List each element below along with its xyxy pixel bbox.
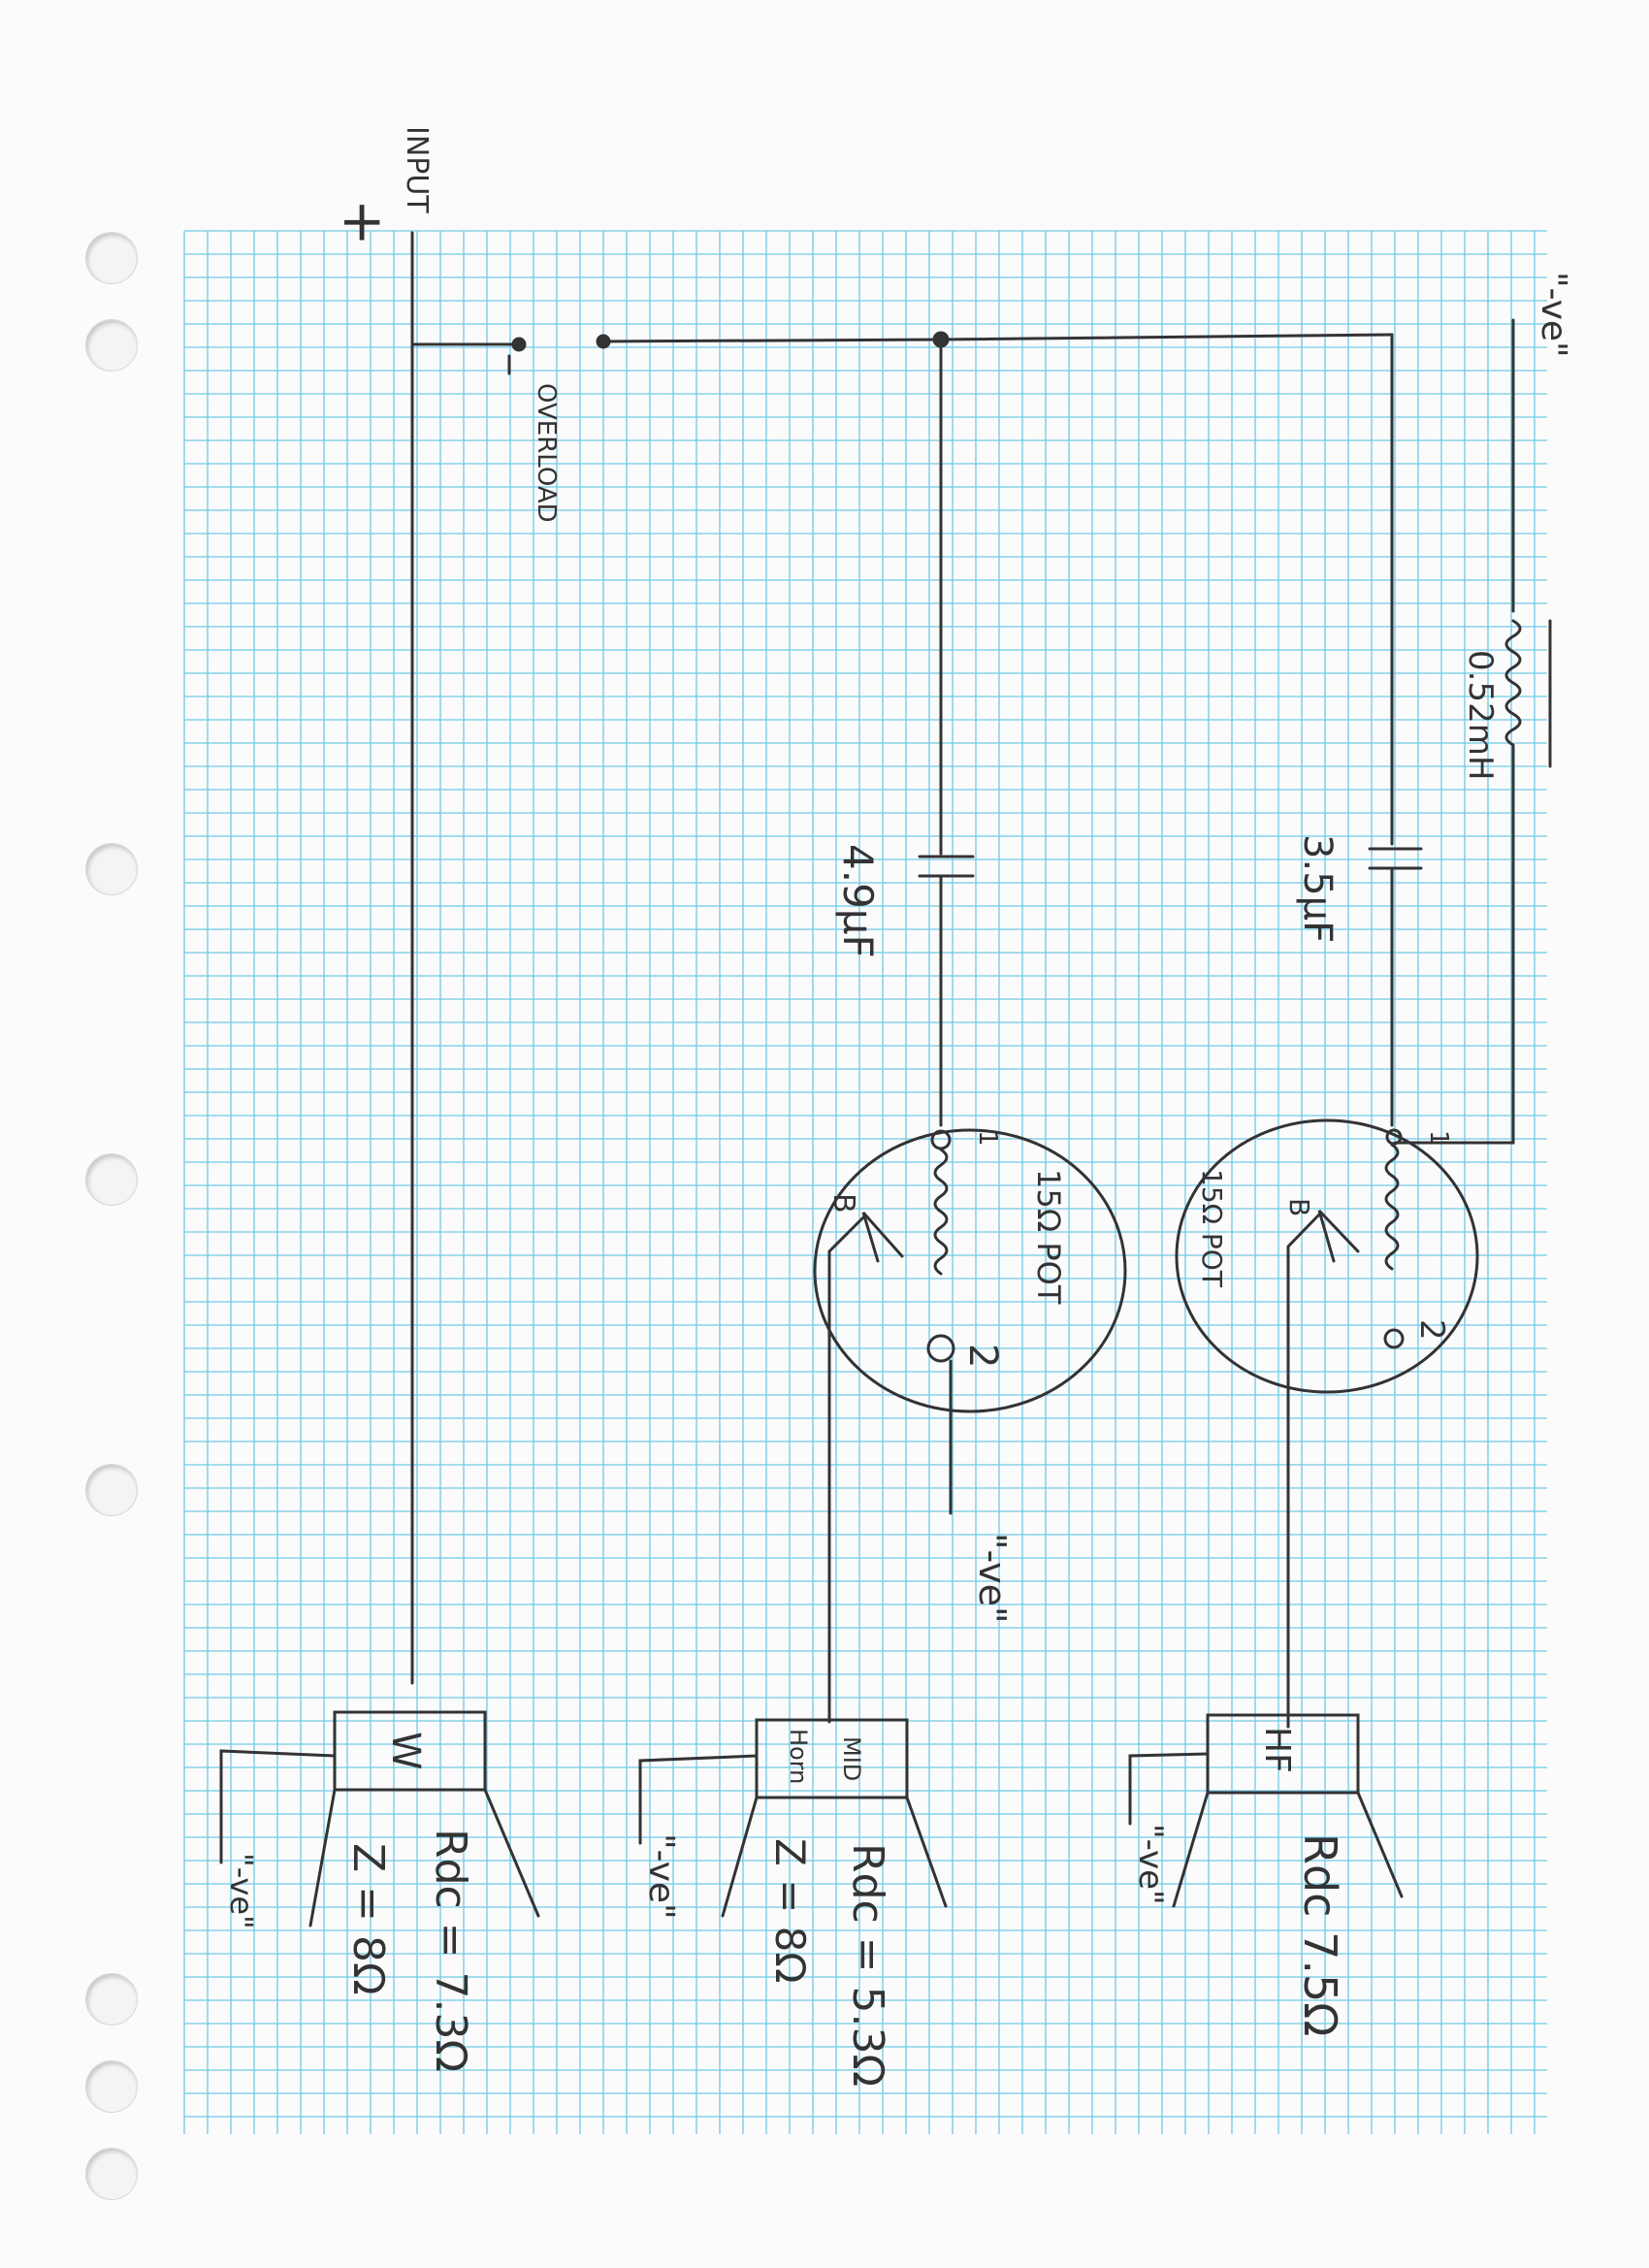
hf-pot-circle: [1175, 1118, 1479, 1394]
hf-capacitor-label: 3.5µF: [1295, 834, 1340, 943]
hf-neg-lead: [1128, 1752, 1210, 1826]
mid-pot-pin1-label: 1: [973, 1130, 1002, 1147]
punch-hole: [85, 843, 138, 895]
hf-rdc-label: Rdc 7.5Ω: [1294, 1833, 1346, 2036]
overload-contact-right: [596, 334, 611, 349]
inductor-label: 0.52mH: [1461, 650, 1500, 780]
input-label: INPUT: [400, 126, 434, 213]
hf-pot-label: 15Ω POT: [1196, 1169, 1228, 1288]
mid-pot-circle: [813, 1128, 1127, 1413]
mid-pot-pin1: [930, 1129, 952, 1150]
woofer-magnet: [333, 1710, 487, 1792]
woofer-neg-lead: [219, 1749, 337, 1864]
hf-negative-label: "-ve": [1131, 1824, 1170, 1905]
woofer-impedance-label: Z = 8Ω: [343, 1843, 393, 1995]
mid-neg-lead: [638, 1754, 759, 1845]
punch-hole: [85, 1973, 138, 2025]
punch-hole: [85, 2148, 138, 2200]
inductor-wire-bottom: [1393, 745, 1515, 1145]
mid-tag-line-2: Horn: [785, 1729, 812, 1784]
mid-magnet: [755, 1718, 909, 1799]
woofer-rdc-label: Rdc = 7.3Ω: [426, 1829, 475, 2072]
mid-impedance-label: Z = 8Ω: [766, 1838, 814, 1983]
hf-tag: HF: [1257, 1727, 1297, 1773]
punch-hole: [85, 232, 138, 284]
mid-pot-pin2: [926, 1334, 955, 1363]
woofer-cone: [308, 1788, 540, 1928]
mid-pot-pin2-label: 2: [960, 1344, 1005, 1368]
hf-pot-wiper-label: B: [1283, 1198, 1315, 1216]
negative-label-top: "-ve": [1534, 272, 1573, 358]
hf-pot-pin2-label: 2: [1412, 1319, 1451, 1341]
hf-pot-pin2: [1383, 1328, 1405, 1349]
punch-hole: [85, 1464, 138, 1516]
wires: [219, 231, 1552, 1928]
mid-cone: [721, 1796, 948, 1918]
hf-cone: [1172, 1791, 1404, 1908]
mid-capacitor-label: 4.9µF: [834, 844, 882, 958]
punch-hole: [85, 2060, 138, 2113]
mid-pot-negative-label: "-ve": [971, 1533, 1014, 1624]
overload-contact-left: [511, 337, 527, 352]
mid-pot-wiper-label: B: [826, 1193, 860, 1214]
punch-hole: [85, 319, 138, 372]
mid-negative-label: "-ve": [641, 1833, 681, 1920]
mid-tag-line-1: MID: [838, 1736, 865, 1781]
woofer-tag: W: [383, 1732, 428, 1770]
hf-wiper-wire: [1286, 1213, 1321, 1729]
punch-hole: [85, 1153, 138, 1206]
inductor-coil: [1504, 619, 1522, 747]
mid-rdc-label: Rdc = 5.3Ω: [843, 1843, 892, 2087]
input-plus-sign: +: [331, 199, 397, 246]
overload-label: OVERLOAD: [532, 383, 561, 523]
hf-pot-pin1-label: 1: [1424, 1130, 1453, 1147]
hf-pot-resistor: [1384, 1143, 1400, 1271]
mid-wiper-wire: [827, 1215, 865, 1724]
binder-punch-holes: [0, 0, 184, 2268]
mid-wiper-arrow: [861, 1212, 904, 1263]
mid-pot-label: 15Ω POT: [1030, 1169, 1067, 1305]
hf-wiper-arrow: [1317, 1209, 1360, 1263]
woofer-negative-label: "-ve": [223, 1853, 260, 1929]
mid-pot-resistor: [933, 1148, 949, 1276]
